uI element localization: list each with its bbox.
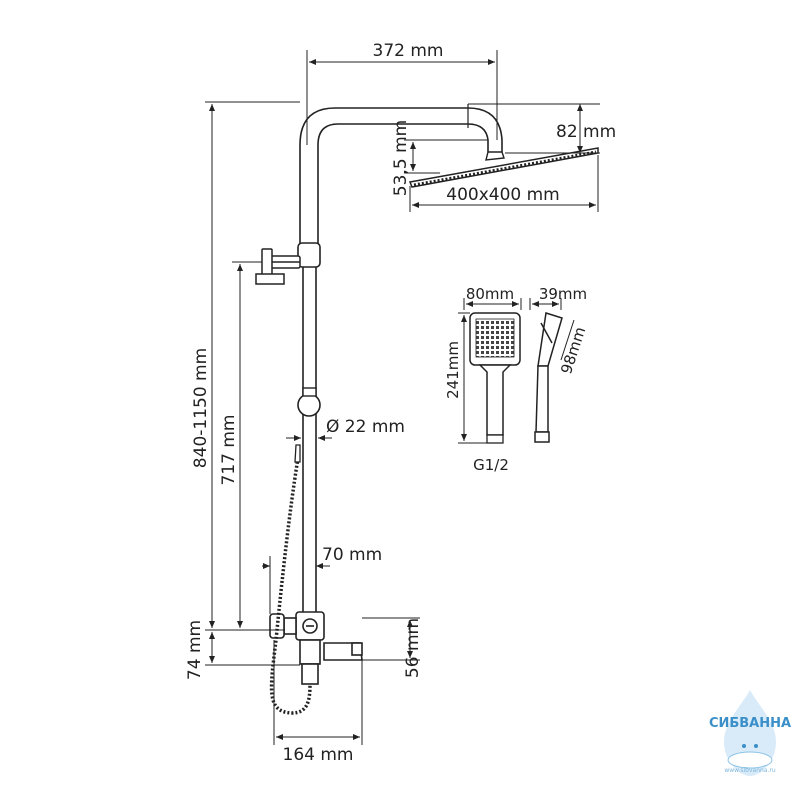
hand-shower-width-label: 80mm [466,285,514,303]
head-height-label: 82 mm [556,122,616,142]
hand-shower-side-label: 98mm [557,325,589,377]
riser-pipe [299,104,503,612]
spout-height-label: 56 mm [403,618,423,678]
slide-height-label: 717 mm [219,415,239,486]
wall-bracket [255,248,301,285]
spout-length-label: 164 mm [283,745,354,765]
hand-shower-depth-label: 39mm [539,285,587,303]
head-thickness-label: 53,5 mm [391,120,411,196]
arm-reach-label: 372 mm [373,41,444,61]
brand-logo: СИБВАННА www.sibvanna.ru [709,690,791,776]
total-height-label: 840-1150 mm [191,348,211,468]
head-size-label: 400x400 mm [446,185,559,205]
pipe-coupling [297,242,321,268]
hand-shower-side [534,312,563,443]
hand-shower-dimension-lines [458,298,575,444]
mixer-height-label: 74 mm [185,620,205,680]
rain-shower-head [408,147,599,188]
hand-shower-front [469,312,521,444]
slider-knob [297,387,321,417]
mixer-body [269,611,363,685]
brand-url: www.sibvanna.ru [724,767,776,774]
dimension-lines [205,50,600,745]
mixer-offset-label: 70 mm [322,545,382,565]
thread-label: G1/2 [473,456,509,474]
hand-shower-length-label: 241mm [444,341,462,399]
brand-name: СИБВАННА [709,716,791,731]
shower-hose [269,457,312,715]
pipe-diameter-label: Ø 22 mm [326,417,405,437]
